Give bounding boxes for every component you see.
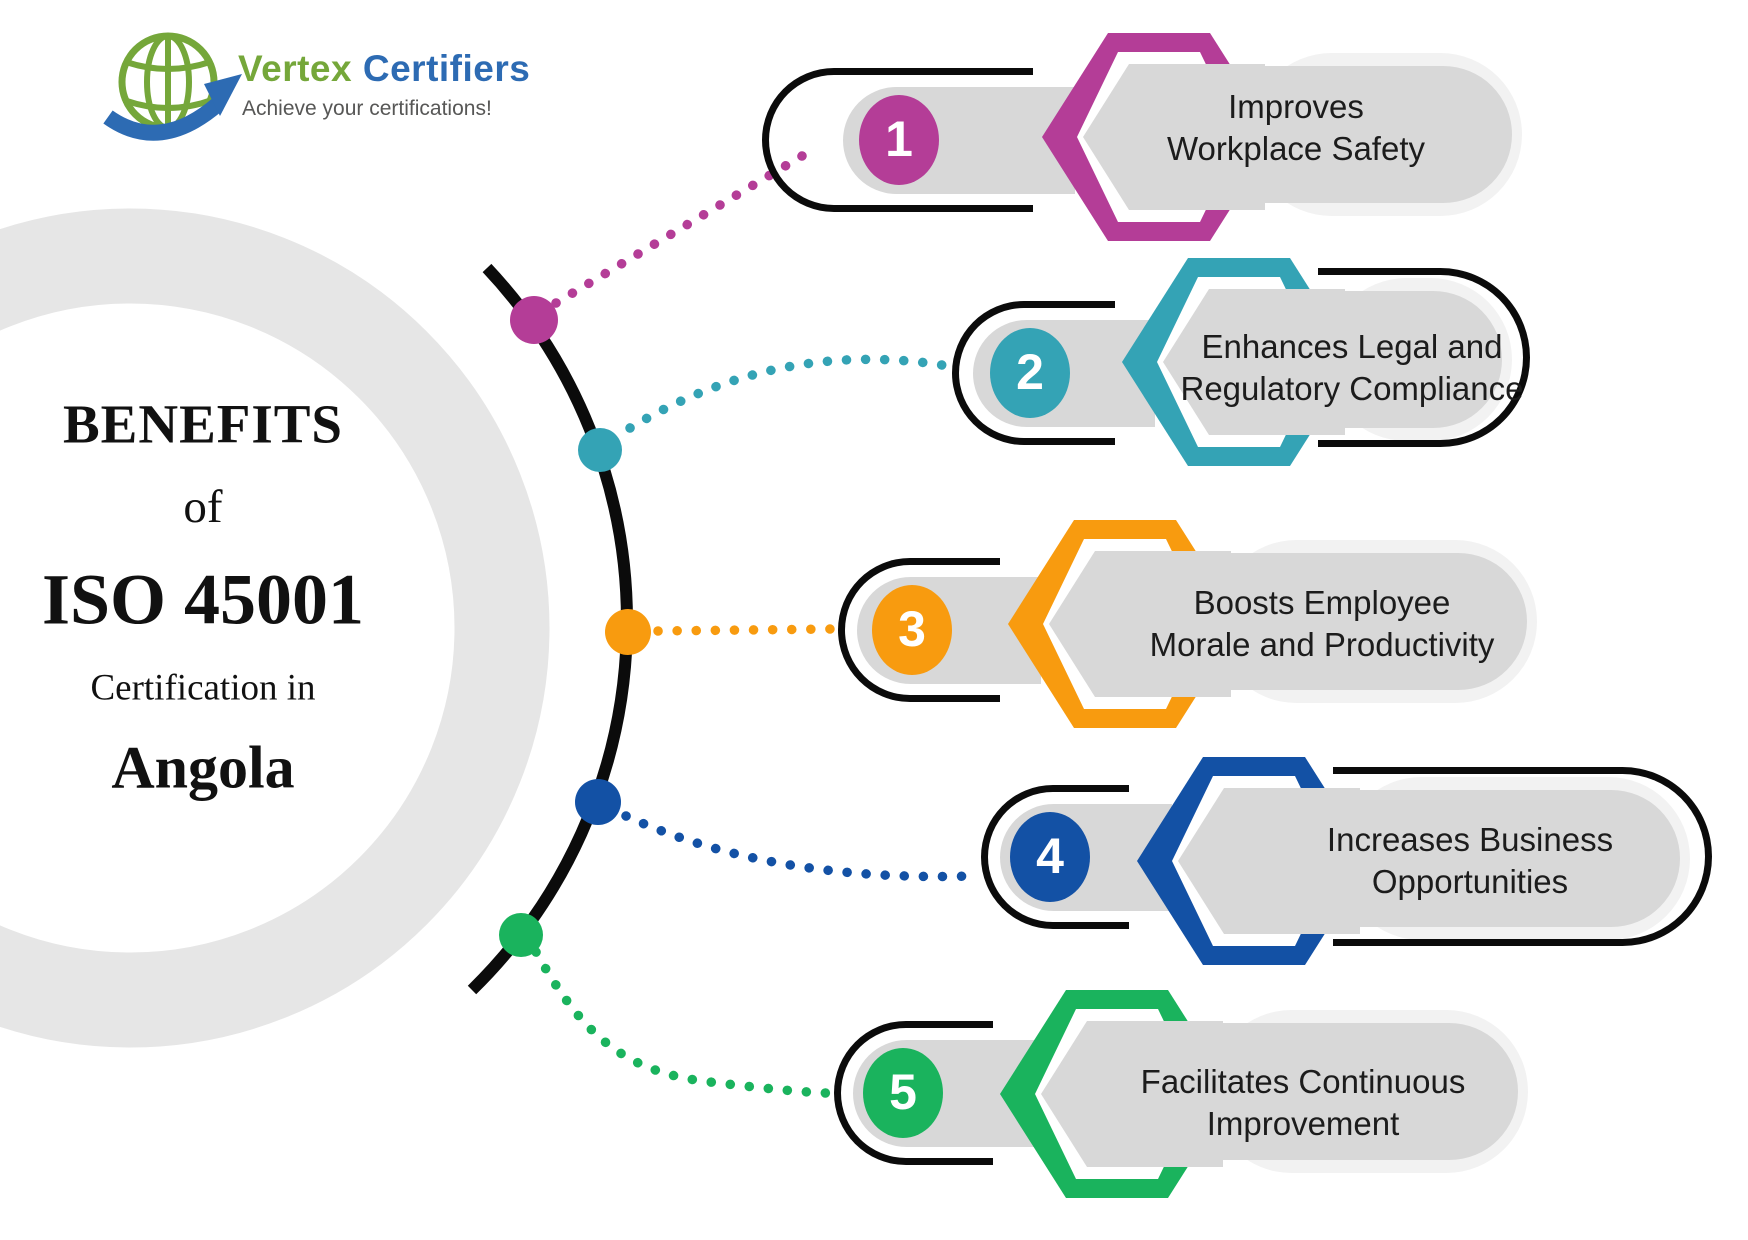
right-outline-4 (1333, 767, 1712, 946)
label-item-5-line1: Facilitates Continuous (1140, 1063, 1466, 1100)
label-item-4-line2: Opportunities (1371, 863, 1569, 900)
title-iso-45001: ISO 45001 (41, 559, 365, 640)
globe-arrow-logo-icon (103, 32, 242, 141)
label-item-4: Increases Business Opportunities (1327, 819, 1613, 903)
text-capsule-4 (1255, 790, 1680, 927)
text-capsule-5 (1125, 1023, 1518, 1160)
left-outline-5 (834, 1021, 993, 1165)
label-item-3: Boosts Employee Morale and Productivity (1150, 582, 1495, 666)
trail-4 (621, 811, 977, 882)
title-of: of (183, 481, 223, 533)
number-badge-5: 5 (863, 1048, 943, 1138)
left-outline-4 (981, 785, 1129, 929)
label-item-1: Improves Workplace Safety (1167, 86, 1425, 170)
label-item-3-line1: Boosts Employee (1193, 584, 1451, 621)
label-item-5-line2: Improvement (1206, 1105, 1400, 1142)
number-badge-4: 4 (1010, 812, 1090, 902)
text-capsule-2 (1240, 291, 1502, 428)
label-item-5: Facilitates Continuous Improvement (1141, 1061, 1466, 1145)
right-outline-2 (1318, 268, 1530, 447)
brand-name: Vertex Certifiers (238, 48, 530, 90)
number-badge-2: 2 (990, 328, 1070, 418)
node-dot-3 (605, 609, 651, 655)
label-item-1-line2: Workplace Safety (1166, 130, 1426, 167)
gray-ring (0, 208, 550, 1048)
trail-5 (531, 947, 831, 1098)
brand-part1: Vertex (238, 48, 363, 89)
number-badge-1: 1 (859, 95, 939, 185)
left-outline-1 (762, 68, 1033, 212)
left-outline-2 (952, 301, 1115, 445)
title-benefits: BENEFITS (62, 393, 344, 455)
text-capsule-3 (1130, 553, 1527, 690)
brand-tagline: Achieve your certifications! (242, 97, 492, 120)
label-item-2-line1: Enhances Legal and (1201, 328, 1503, 365)
trail-1 (551, 145, 817, 308)
title-angola: Angola (111, 734, 295, 801)
title-certification-in: Certification in (90, 667, 316, 709)
label-item-2: Enhances Legal and Regulatory Compliance (1180, 326, 1523, 410)
node-dot-5 (499, 913, 543, 957)
node-dot-1 (510, 296, 558, 344)
label-item-4-line1: Increases Business (1326, 821, 1614, 858)
node-dot-2 (578, 428, 622, 472)
label-item-2-line2: Regulatory Compliance (1180, 370, 1524, 407)
text-capsule-1 (1165, 66, 1512, 203)
label-item-1-line1: Improves (1228, 88, 1364, 125)
brand-part2: Certifiers (362, 48, 531, 89)
number-badge-3: 3 (872, 585, 952, 675)
node-dot-4 (575, 779, 621, 825)
left-outline-3 (838, 558, 1000, 702)
trail-2 (625, 354, 953, 433)
label-item-3-line2: Morale and Productivity (1149, 626, 1495, 663)
